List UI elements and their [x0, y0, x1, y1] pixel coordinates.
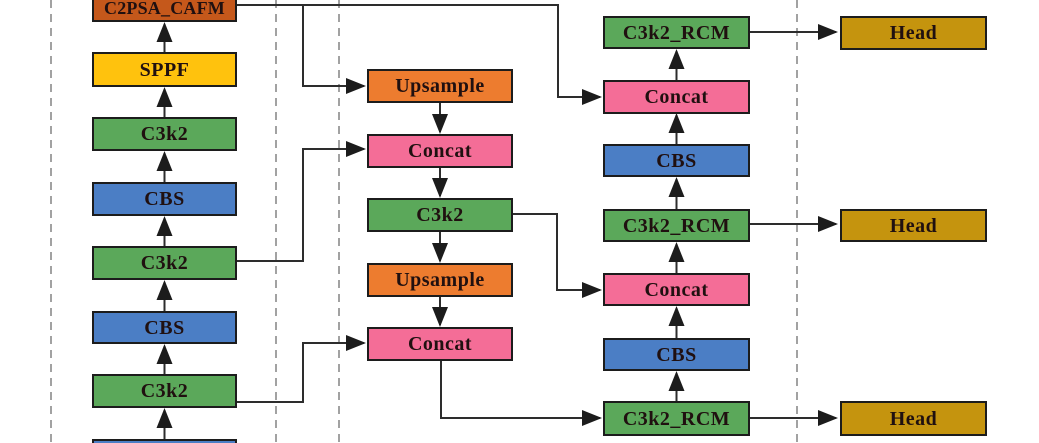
- block-backbone-cbs-partial: [92, 439, 237, 443]
- edge-nkc3k2-to-rc-concatb: [513, 213, 602, 298]
- block-backbone-c3k2-1: C3k2: [92, 117, 237, 151]
- block-label: CBS: [144, 316, 185, 339]
- block-backbone-c3k2-3: C3k2: [92, 374, 237, 408]
- block-head-2: Head: [840, 209, 987, 242]
- block-c3k2-rcm-1: C3k2_RCM: [603, 16, 750, 49]
- block-right-concat-1: Concat: [603, 80, 750, 114]
- block-sppf: SPPF: [92, 52, 237, 87]
- edge-c3k2c-to-nk-concatb: [237, 335, 366, 403]
- block-label: Upsample: [395, 269, 485, 291]
- block-right-cbs-2: CBS: [603, 338, 750, 371]
- block-right-cbs-1: CBS: [603, 144, 750, 177]
- block-label: C3k2: [140, 252, 189, 274]
- edge-c2psa-to-upsample: [302, 5, 366, 94]
- block-label: Concat: [407, 140, 473, 162]
- block-label: C3k2_RCM: [622, 21, 731, 44]
- block-label: Concat: [644, 86, 709, 108]
- block-label: Upsample: [395, 75, 485, 97]
- block-label: Head: [889, 214, 938, 237]
- block-neck-upsample-2: Upsample: [367, 263, 513, 297]
- connector-arrows: [156, 4, 838, 439]
- block-label: Concat: [644, 278, 709, 301]
- block-right-concat-2: Concat: [603, 273, 750, 306]
- block-c3k2-rcm-2: C3k2_RCM: [603, 209, 750, 242]
- block-label: CBS: [656, 343, 697, 366]
- block-head-1: Head: [840, 16, 987, 50]
- edge-c2psa-to-rc-concat: [237, 4, 602, 105]
- edge-nk-concatb-to-rcmc: [440, 361, 602, 426]
- block-c2psa-cafm: C2PSA_CAFM: [92, 0, 237, 22]
- block-label: C3k2: [416, 204, 464, 226]
- block-label: C3k2: [140, 380, 189, 402]
- block-label: Head: [889, 22, 938, 44]
- block-c3k2-rcm-3: C3k2_RCM: [603, 401, 750, 436]
- block-c2psa-cafm-label: C2PSA_CAFM: [104, 0, 225, 18]
- block-neck-c3k2: C3k2: [367, 198, 513, 232]
- block-head-3: Head: [840, 401, 987, 436]
- block-label: Concat: [407, 333, 473, 355]
- edge-c3k2b-to-nk-concat: [237, 141, 366, 262]
- block-neck-concat-2: Concat: [367, 327, 513, 361]
- block-neck-concat-1: Concat: [367, 134, 513, 168]
- block-label: CBS: [656, 149, 697, 172]
- block-neck-upsample-1: Upsample: [367, 69, 513, 103]
- block-backbone-cbs-1: CBS: [92, 182, 237, 216]
- block-backbone-cbs-2: CBS: [92, 311, 237, 344]
- block-label: CBS: [144, 188, 185, 210]
- stage-separator-dashed-lines: [50, 0, 798, 443]
- block-label: Head: [889, 407, 938, 430]
- block-label: C3k2_RCM: [622, 407, 731, 430]
- block-label: C3k2: [140, 123, 189, 145]
- block-backbone-c3k2-2: C3k2: [92, 246, 237, 280]
- block-label: C3k2_RCM: [622, 214, 731, 237]
- block-sppf-label: SPPF: [139, 58, 190, 81]
